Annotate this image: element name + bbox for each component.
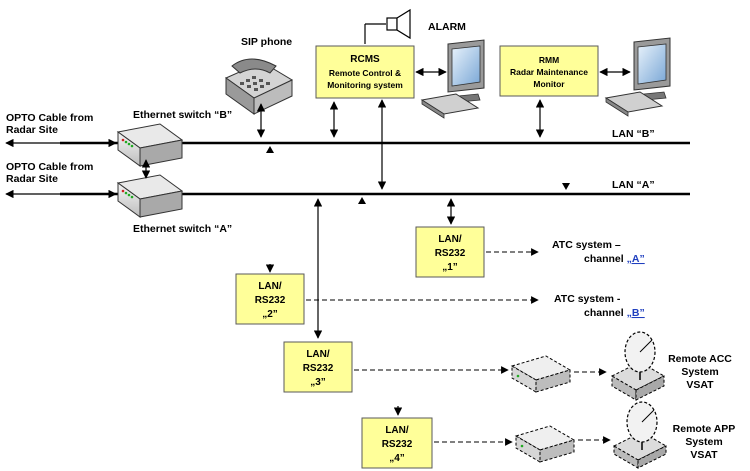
converter-2-box	[235, 273, 305, 325]
remote-app-line2: System	[685, 436, 722, 448]
alarm-label: ALARM	[428, 21, 466, 33]
remote-app-line3: VSAT	[690, 449, 718, 461]
converter-2: LAN/ RS232 „2”	[235, 264, 539, 325]
converter-4-box	[361, 417, 433, 469]
converter-3-line3: „3”	[310, 377, 326, 388]
rcms-monitor-icon	[420, 39, 485, 119]
atc-b-line1: ATC system -	[554, 293, 621, 305]
converter-1: LAN/ RS232 „1”	[415, 198, 539, 278]
remote-acc-line3: VSAT	[686, 379, 714, 391]
rmm-monitor-icon	[604, 37, 671, 117]
converter-1-line3: „1”	[442, 262, 458, 273]
ethernet-switch-b-icon	[116, 123, 184, 167]
converter-1-line2: RS232	[435, 248, 466, 259]
vsat-dish-acc-icon	[610, 331, 666, 401]
tap-marker	[358, 197, 366, 204]
atc-a-line2: channel „A”	[584, 253, 645, 265]
tap-marker	[562, 183, 570, 190]
rcms-line1: Remote Control &	[329, 68, 401, 78]
vsat-modem-app-icon	[514, 425, 576, 463]
opto-bottom-line1: OPTO Cable from	[6, 161, 93, 173]
sip-phone-label: SIP phone	[241, 36, 292, 48]
converter-3: LAN/ RS232 „3”	[283, 198, 509, 393]
converter-2-line1: LAN/	[258, 281, 282, 292]
rmm-line1: Radar Maintenance	[510, 67, 588, 77]
bus-tap-markers	[266, 146, 570, 204]
atc-b-prefix: channel	[584, 307, 627, 319]
ethernet-switch-a-label: Ethernet switch “A”	[133, 223, 232, 235]
converter-1-box	[415, 226, 485, 278]
atc-a-channel-link[interactable]: „A”	[627, 253, 645, 265]
tap-marker	[266, 146, 274, 153]
converter-3-box	[283, 341, 353, 393]
ethernet-switch-a-icon	[116, 174, 184, 218]
sip-phone-icon	[224, 58, 294, 115]
atc-a-prefix: channel	[584, 253, 627, 265]
rmm-line2: Monitor	[533, 79, 565, 89]
rmm-box	[499, 45, 599, 97]
opto-top-line1: OPTO Cable from	[6, 112, 93, 124]
lan-a-label: LAN “A”	[612, 179, 655, 191]
converter-2-line2: RS232	[255, 295, 286, 306]
remote-app-line1: Remote APP	[673, 423, 736, 435]
vsat-modem-acc-icon	[510, 355, 572, 393]
rcms-line2: Monitoring system	[327, 80, 403, 90]
converter-4-line2: RS232	[382, 439, 413, 450]
rcms-title: RCMS	[350, 54, 380, 65]
converter-2-line3: „2”	[262, 309, 278, 320]
converter-4-line3: „4”	[389, 453, 405, 464]
converter-1-line1: LAN/	[438, 234, 462, 245]
rmm-title: RMM	[539, 55, 559, 65]
atc-b-line2: channel „B”	[584, 307, 645, 319]
atc-a-line1: ATC system –	[552, 239, 621, 251]
converter-3-line1: LAN/	[306, 349, 330, 360]
converter-4: LAN/ RS232 „4”	[361, 406, 513, 469]
opto-bottom-line2: Radar Site	[6, 173, 58, 185]
atc-b-channel-link[interactable]: „B”	[627, 307, 645, 319]
alarm-speaker-icon	[386, 8, 411, 40]
remote-acc-line2: System	[681, 366, 718, 378]
converter-3-line2: RS232	[303, 363, 334, 374]
opto-top-line2: Radar Site	[6, 124, 58, 136]
vsat-dish-app-icon	[612, 401, 668, 469]
remote-acc-line1: Remote ACC	[668, 353, 732, 365]
lan-b-label: LAN “B”	[612, 128, 655, 140]
rcms-box	[315, 45, 415, 99]
ethernet-switch-b-label: Ethernet switch “B”	[133, 109, 232, 121]
converter-4-line1: LAN/	[385, 425, 409, 436]
